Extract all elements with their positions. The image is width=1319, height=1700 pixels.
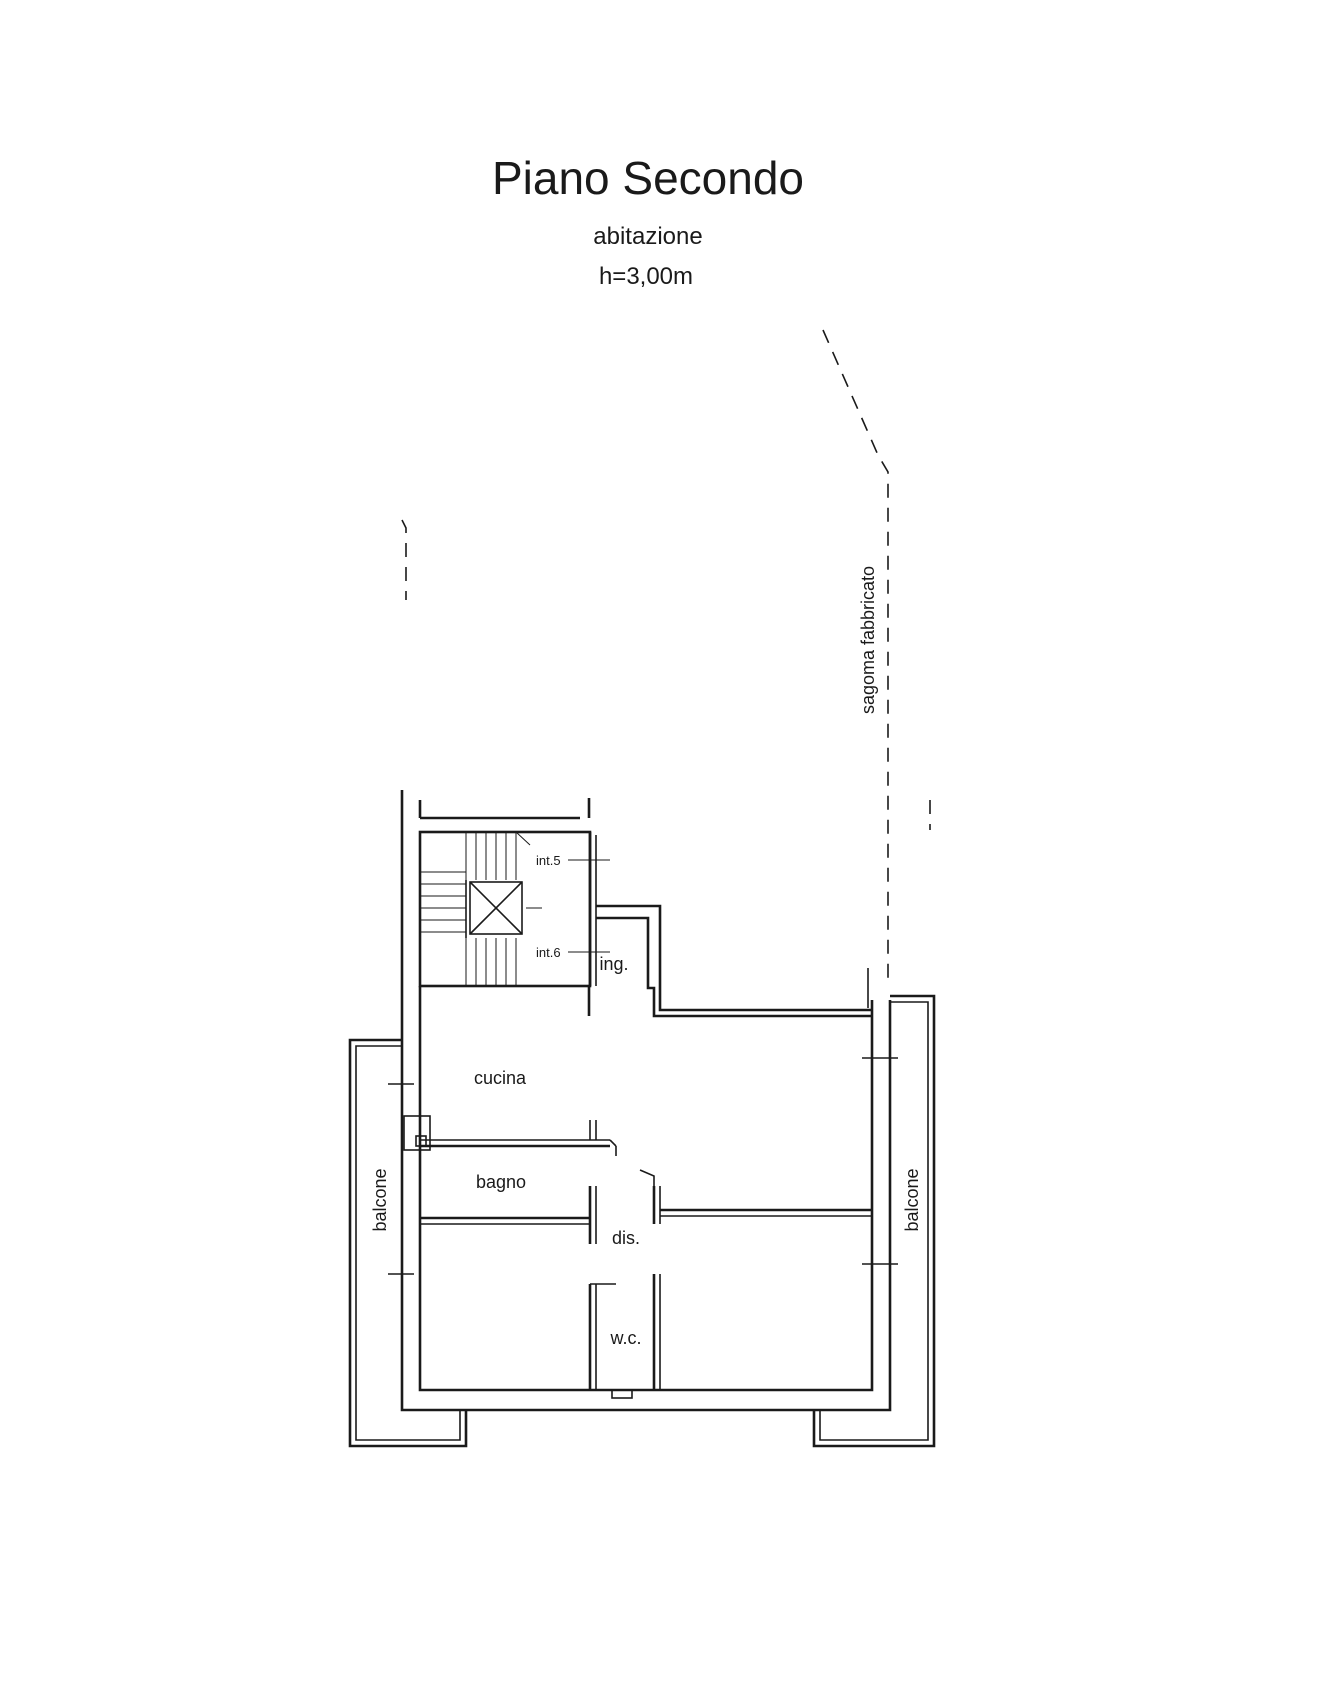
outline-label: sagoma fabbricato <box>858 566 878 714</box>
plan-title: Piano Secondo <box>492 152 804 204</box>
room-label-bathroom: bagno <box>476 1172 526 1192</box>
building-outline <box>401 329 931 980</box>
apartment-walls <box>388 904 898 1412</box>
ceiling-height: h=3,00m <box>599 263 693 290</box>
plan-subtitle: abitazione <box>593 223 702 250</box>
balcony-right <box>812 994 936 1448</box>
balcony-left-label: balcone <box>370 1168 390 1231</box>
room-label-wc: w.c. <box>609 1328 641 1348</box>
int5-label: int.5 <box>536 853 561 868</box>
room-label-kitchen: cucina <box>474 1068 527 1088</box>
balcony-left <box>348 1038 468 1448</box>
room-label-entrance: ing. <box>599 954 628 974</box>
balcony-right-label: balcone <box>902 1168 922 1231</box>
stair-block <box>400 790 610 1058</box>
int6-label: int.6 <box>536 945 561 960</box>
room-label-hall: dis. <box>612 1228 640 1248</box>
